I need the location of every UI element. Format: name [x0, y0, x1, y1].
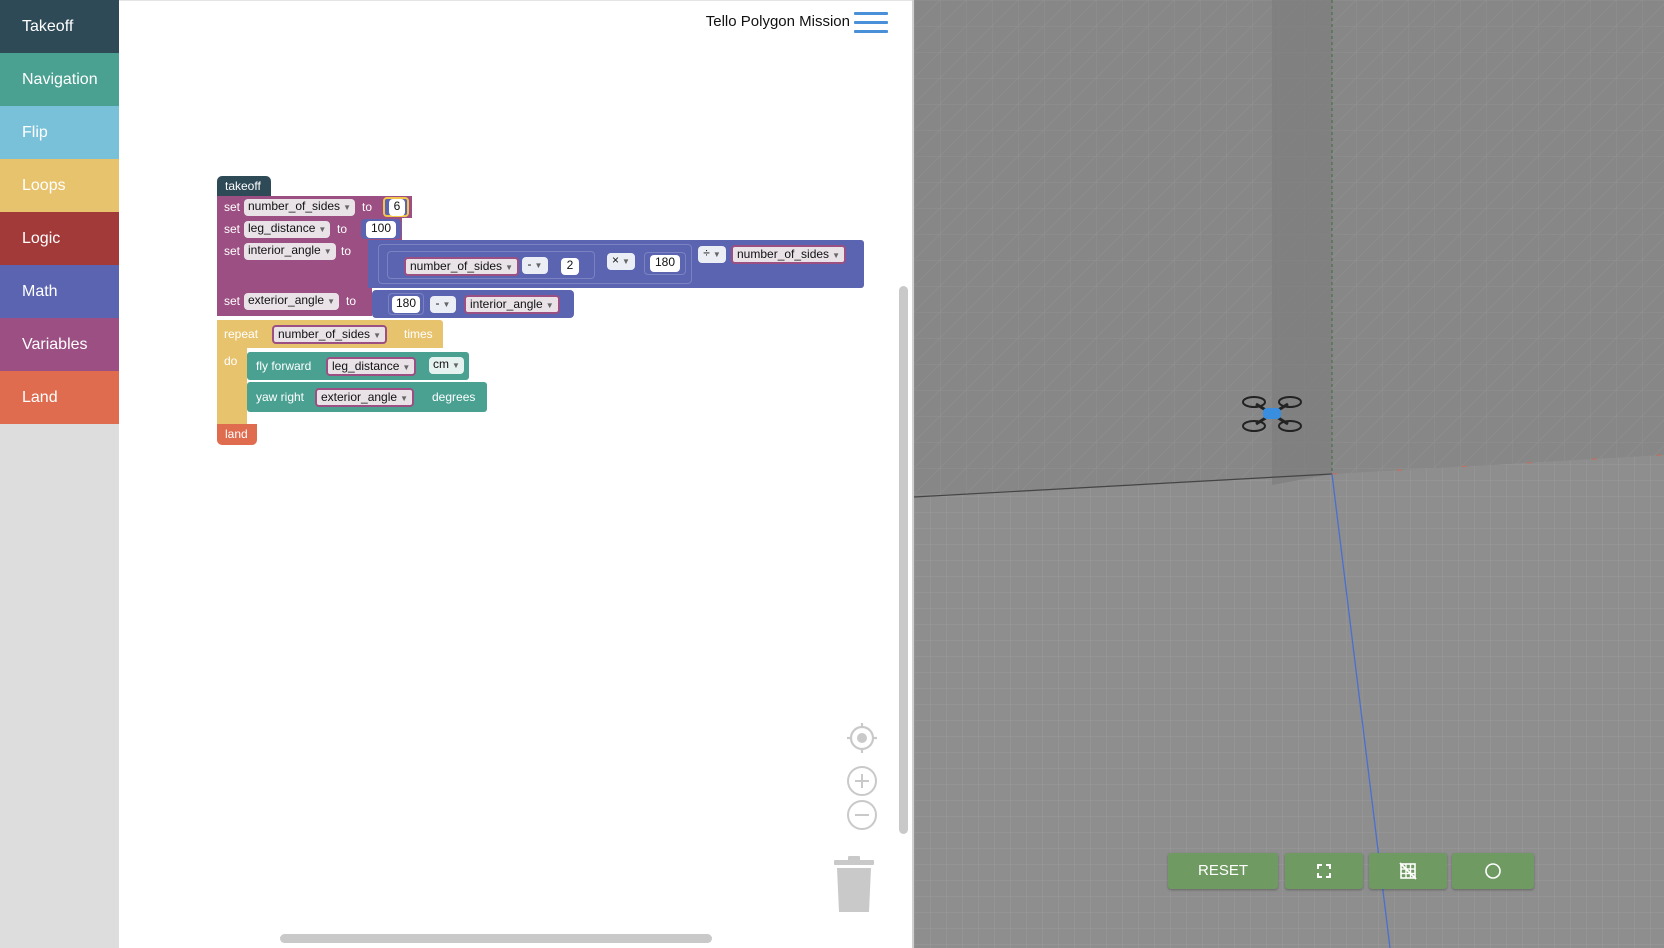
land-label: land [225, 427, 248, 441]
to-keyword: to [341, 244, 352, 258]
simulator-grid-scene [914, 0, 1664, 948]
repeat-block[interactable]: repeat number_of_sides▼ times [217, 320, 443, 348]
zoom-in-icon[interactable] [846, 765, 878, 797]
workspace-horizontal-scrollbar[interactable] [280, 934, 712, 943]
variable-dropdown[interactable]: leg_distance▼ [244, 221, 331, 238]
set-keyword: set [224, 222, 241, 236]
set-keyword: set [224, 244, 241, 258]
variable-dropdown[interactable]: interior_angle▼ [244, 243, 336, 260]
set-keyword: set [224, 294, 241, 308]
to-keyword: to [346, 294, 357, 308]
circle-icon [1485, 863, 1501, 879]
yaw-right-block[interactable]: yaw right exterior_angle▼ degrees [247, 382, 487, 412]
reset-button[interactable]: RESET [1168, 853, 1278, 889]
set-interior-angle-block[interactable]: set interior_angle▼ to [217, 240, 372, 288]
math-divide-block[interactable]: number_of_sides▼ -▼ 2 ×▼ 180 ÷▼ number_o… [368, 240, 864, 288]
trash-icon[interactable] [832, 856, 876, 914]
set-leg-distance-block[interactable]: set leg_distance▼ to 100 [217, 218, 402, 240]
variable-interior-angle[interactable]: interior_angle▼ [464, 295, 560, 314]
yaw-right-label: yaw right [256, 390, 305, 404]
pane-divider[interactable] [912, 0, 914, 948]
operator-minus-dropdown[interactable]: -▼ [430, 296, 456, 313]
repeat-keyword: repeat [224, 327, 259, 341]
category-takeoff[interactable]: Takeoff [0, 0, 119, 53]
record-button[interactable] [1452, 853, 1534, 889]
project-title: Tello Polygon Mission [705, 13, 850, 30]
times-keyword: times [404, 327, 433, 341]
variable-dropdown[interactable]: number_of_sides▼ [244, 199, 355, 216]
blockly-workspace[interactable] [119, 0, 913, 948]
number-field[interactable]: 6 [389, 199, 405, 216]
number-field-180[interactable]: 180 [650, 255, 680, 272]
category-loops[interactable]: Loops [0, 159, 119, 212]
variable-exterior-angle[interactable]: exterior_angle▼ [315, 388, 414, 407]
variable-leg-distance[interactable]: leg_distance▼ [326, 357, 417, 376]
drone-icon[interactable] [1242, 392, 1302, 436]
number-field-2[interactable]: 2 [561, 258, 579, 275]
category-math[interactable]: Math [0, 265, 119, 318]
math-minus-block[interactable]: 180 -▼ interior_angle▼ [372, 290, 574, 318]
category-logic[interactable]: Logic [0, 212, 119, 265]
hamburger-menu-icon[interactable] [854, 12, 888, 34]
repeat-block-arm: do [217, 348, 247, 424]
to-keyword: to [362, 200, 373, 214]
variable-dropdown[interactable]: exterior_angle▼ [244, 293, 339, 310]
category-variables[interactable]: Variables [0, 318, 119, 371]
operator-divide-dropdown[interactable]: ÷▼ [698, 246, 726, 263]
toggle-grid-button[interactable] [1369, 853, 1447, 889]
category-flip[interactable]: Flip [0, 106, 119, 159]
category-land[interactable]: Land [0, 371, 119, 424]
repeat-block-bottom [217, 418, 243, 426]
math-multiply-block[interactable]: number_of_sides▼ -▼ 2 ×▼ 180 [378, 244, 692, 284]
degrees-label: degrees [432, 390, 476, 404]
zoom-out-icon[interactable] [846, 799, 878, 831]
operator-minus-dropdown[interactable]: -▼ [522, 257, 548, 274]
variable-number-of-sides[interactable]: number_of_sides▼ [731, 245, 846, 264]
fly-forward-block[interactable]: fly forward leg_distance▼ cm▼ [247, 352, 469, 380]
set-number-of-sides-block[interactable]: set number_of_sides▼ to 6 [217, 196, 412, 218]
do-keyword: do [224, 354, 238, 368]
takeoff-block[interactable]: takeoff [217, 176, 271, 196]
to-keyword: to [337, 222, 348, 236]
math-minus-block[interactable]: number_of_sides▼ -▼ 2 [387, 251, 595, 279]
workspace-vertical-scrollbar[interactable] [899, 286, 908, 834]
land-block[interactable]: land [217, 424, 257, 445]
set-keyword: set [224, 200, 241, 214]
operator-times-dropdown[interactable]: ×▼ [607, 253, 635, 270]
grid-off-icon [1399, 862, 1417, 880]
number-field-180[interactable]: 180 [392, 296, 420, 313]
fly-forward-label: fly forward [256, 359, 312, 373]
toolbox-sidebar: Takeoff Navigation Flip Loops Logic Math… [0, 0, 119, 948]
simulator-3d-view[interactable]: RESET [914, 0, 1664, 948]
variable-number-of-sides[interactable]: number_of_sides▼ [272, 325, 387, 344]
set-exterior-angle-block[interactable]: set exterior_angle▼ to [217, 288, 372, 316]
unit-dropdown[interactable]: cm▼ [429, 357, 464, 374]
number-field[interactable]: 100 [366, 221, 396, 238]
category-navigation[interactable]: Navigation [0, 53, 119, 106]
fullscreen-button[interactable] [1285, 853, 1363, 889]
fullscreen-icon [1317, 864, 1331, 879]
recenter-icon[interactable] [846, 722, 878, 754]
variable-number-of-sides[interactable]: number_of_sides▼ [404, 257, 519, 276]
takeoff-label: takeoff [225, 179, 261, 193]
